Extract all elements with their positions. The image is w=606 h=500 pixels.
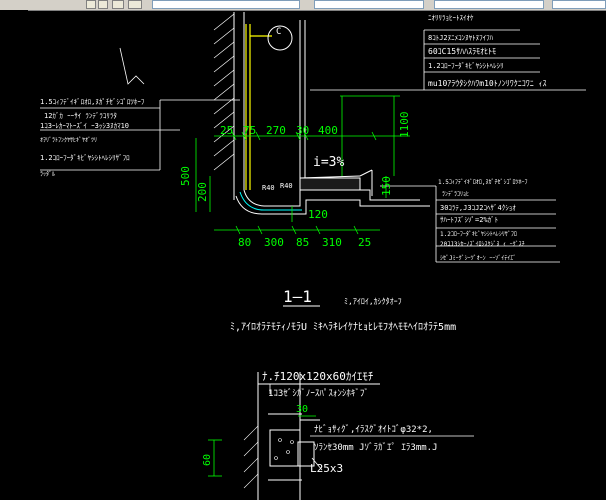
radius-label-1: R40 [262, 184, 275, 192]
dim-bottom-1: 300 [264, 236, 284, 249]
dim-right-1100: 1100 [398, 112, 411, 139]
dim-bottom-3: 310 [322, 236, 342, 249]
slope-label: i=3% [313, 155, 344, 170]
detail-label-top2: 1ｺ3ｾﾞｼｶﾞﾉｰｽﾊﾟｽｫﾝｼﾎｷﾞﾌﾞ [268, 388, 369, 399]
section-title: 1—1 [283, 287, 312, 306]
dim-right-150: 150 [380, 176, 393, 196]
detail-leaders [269, 384, 474, 471]
callout-l-1: 12ｶﾞｶ ｰｰｻｲ ﾗﾝﾃﾞﾗｺﾘﾗﾀ [44, 112, 117, 120]
callout-br-4: 1.2ｺﾛｰﾌｰﾀﾞｷﾋﾞﾔｼｼﾄﾍﾚｼﾘｻﾞﾌﾛ [440, 231, 517, 238]
dim-top-2: 270 [266, 124, 286, 137]
callout-br-2: 30ｺﾗﾃ,J3ｺJ2ｺﾍｻﾞ4ｸｼｮｵ [440, 204, 516, 212]
dim-60: 60 [202, 454, 213, 466]
detail-callout-2: ｿﾗﾝｾ30mm Jｿﾞﾗｶﾞｴﾟ ｴﾗ3mm.J [314, 442, 438, 453]
toolbar-button-1[interactable] [86, 0, 96, 9]
dimension-lines [195, 95, 410, 235]
callout-tr-0: ﾆｵﾘﾘﾗｮﾋｰﾄｽｲｵｹ [428, 14, 474, 22]
dim-mid-120: 120 [308, 208, 328, 221]
callout-l-5: ﾗｯﾀﾞﾙ [40, 171, 55, 178]
callout-tr-1: 8ｺﾄJ2ﾇﾆﾒｺﾝﾇﾔﾄﾇﾌｲﾌﾊ [428, 34, 494, 42]
dim-top-4: 400 [318, 124, 338, 137]
detail-label-top: ﾅ.ﾁ120x120x60ｶｲｴﾓﾁ [262, 370, 374, 383]
callout-br-6: ｼｾﾞJﾐｰｸﾞｼｰﾂﾞｵｰﾝ ｰｰｿﾞｲﾃｲｴﾞ [440, 255, 516, 262]
left-gutter [0, 10, 28, 500]
callout-br-3: ｻﾊｰﾄﾌｽﾞｼｿﾟ=2%ｶﾞﾄ [440, 216, 498, 224]
dim-left-200: 200 [196, 182, 209, 202]
dim-bottom-2: 85 [296, 236, 309, 249]
insulation-layer [239, 191, 302, 211]
callout-br-0: 1.5ｺｨﾌﾃﾞｲｷﾞﾛｵﾛ,ﾇｶﾟﾁｾﾞｼｺﾟﾛﾂﾎｰﾌ [438, 179, 527, 186]
dim-top-0: 25 [220, 124, 233, 137]
layer-dropdown[interactable] [152, 0, 300, 9]
callout-tr-4: mu10ｱﾗｳﾀｼｸﾊﾜm10ﾄﾉﾝﾘﾜｸﾆｺﾜﾆ ｨｽ [428, 79, 547, 88]
section-note: ﾐ,ｱｲﾛｵﾗﾃﾓﾃｨﾉﾓﾗU ﾐｷﾍﾗｷﾚｲｹﾅﾋｮﾋﾚﾓﾌｵﾍﾓﾓﾍｲﾛｵﾗ… [230, 321, 456, 333]
dim-bottom-4: 25 [358, 236, 371, 249]
section-1-texts: ﾆｵﾘﾘﾗｮﾋｰﾄｽｲｵｹ 8ｺﾄJ2ﾇﾆﾒｺﾝﾇﾔﾄﾇﾌｲﾌﾊ 60ｺC15ｻ… [40, 14, 547, 333]
dim-30: 30 [296, 404, 308, 415]
pipe-label: C [276, 27, 281, 37]
dim-top-3: 30 [296, 124, 309, 137]
detail-hatch [243, 425, 294, 489]
dim-bottom-0: 80 [238, 236, 251, 249]
callout-l-2: 1ｺ3ｰﾚｶｰﾏﾄｰｽﾞｲ ｰ3ｯｼ3ﾇｶﾏ10 [40, 122, 129, 130]
detail-dim-texts: 30 60 [202, 404, 308, 466]
leader-lines [40, 29, 586, 263]
toolbar [0, 0, 606, 11]
wall-structure [213, 12, 430, 215]
toolbar-button-2[interactable] [98, 0, 108, 9]
callout-br-1: ﾗﾝﾃﾞﾗｺﾘｮﾋ [442, 191, 469, 198]
callout-l-4: 1.2ｺﾛｰﾌｰﾀﾞｷﾋﾞﾔｼｼﾄﾍﾚｼﾘｻﾞﾌﾛ [40, 154, 130, 162]
toolbar-button-3[interactable] [112, 0, 124, 9]
detail-callout-1: ﾅﾋﾞｮｻｨｸﾞ,ｲﾗｽｸﾞｵｲﾄｺﾞφ32*2, [314, 424, 433, 435]
callout-l-0: 1.5ｺｨﾌﾃﾞｲｷﾞﾛｵﾛ,ﾇｶﾟﾁｾﾞｼｺﾟﾛﾂﾎｰﾌ [40, 98, 145, 106]
radius-label-2: R40 [280, 182, 293, 190]
section-subtitle: ﾐ,ｱｲﾛｲ,ｶｼｸﾀｵｰﾌ [344, 297, 402, 306]
callout-tr-3: 1.2ｺﾛｰﾌｰﾀﾞｷﾋﾞﾔｼｼﾄﾍﾚｼﾘ [428, 62, 504, 70]
dim-left-500: 500 [179, 166, 192, 186]
pipe-circle: C [267, 25, 293, 51]
callout-tr-2: 60ｺC15ｻﾊﾊｽﾗﾓｵﾋﾄﾓ [428, 47, 496, 56]
angle-label: L25x3 [310, 462, 343, 475]
detail-texts: ﾅ.ﾁ120x120x60ｶｲｴﾓﾁ 1ｺ3ｾﾞｼｶﾞﾉｰｽﾊﾟｽｫﾝｼﾎｷﾞﾌ… [262, 370, 438, 475]
toolbar-button-4[interactable] [128, 0, 142, 9]
linetype-dropdown[interactable] [314, 0, 424, 9]
dim-top-1: 75 [243, 124, 256, 137]
detail-dimension-lines [208, 415, 316, 477]
detail-structure [257, 372, 380, 500]
lineweight-dropdown[interactable] [434, 0, 544, 9]
callout-l-3: ｵｦﾘﾞﾗﾄﾌﾝｸﾔｻﾋｷﾟﾔｵﾞﾂﾘ [40, 137, 97, 144]
dimension-texts: 25 75 270 30 400 80 300 85 310 25 120 50… [179, 112, 411, 250]
drain-pipe [245, 24, 272, 190]
callout-br-5: 20ｺJ3ｼｶｰﾉｽﾞｲﾛｼｽｸｼﾞﾇ ｨ ｰｸﾞｽﾁ [440, 241, 525, 248]
